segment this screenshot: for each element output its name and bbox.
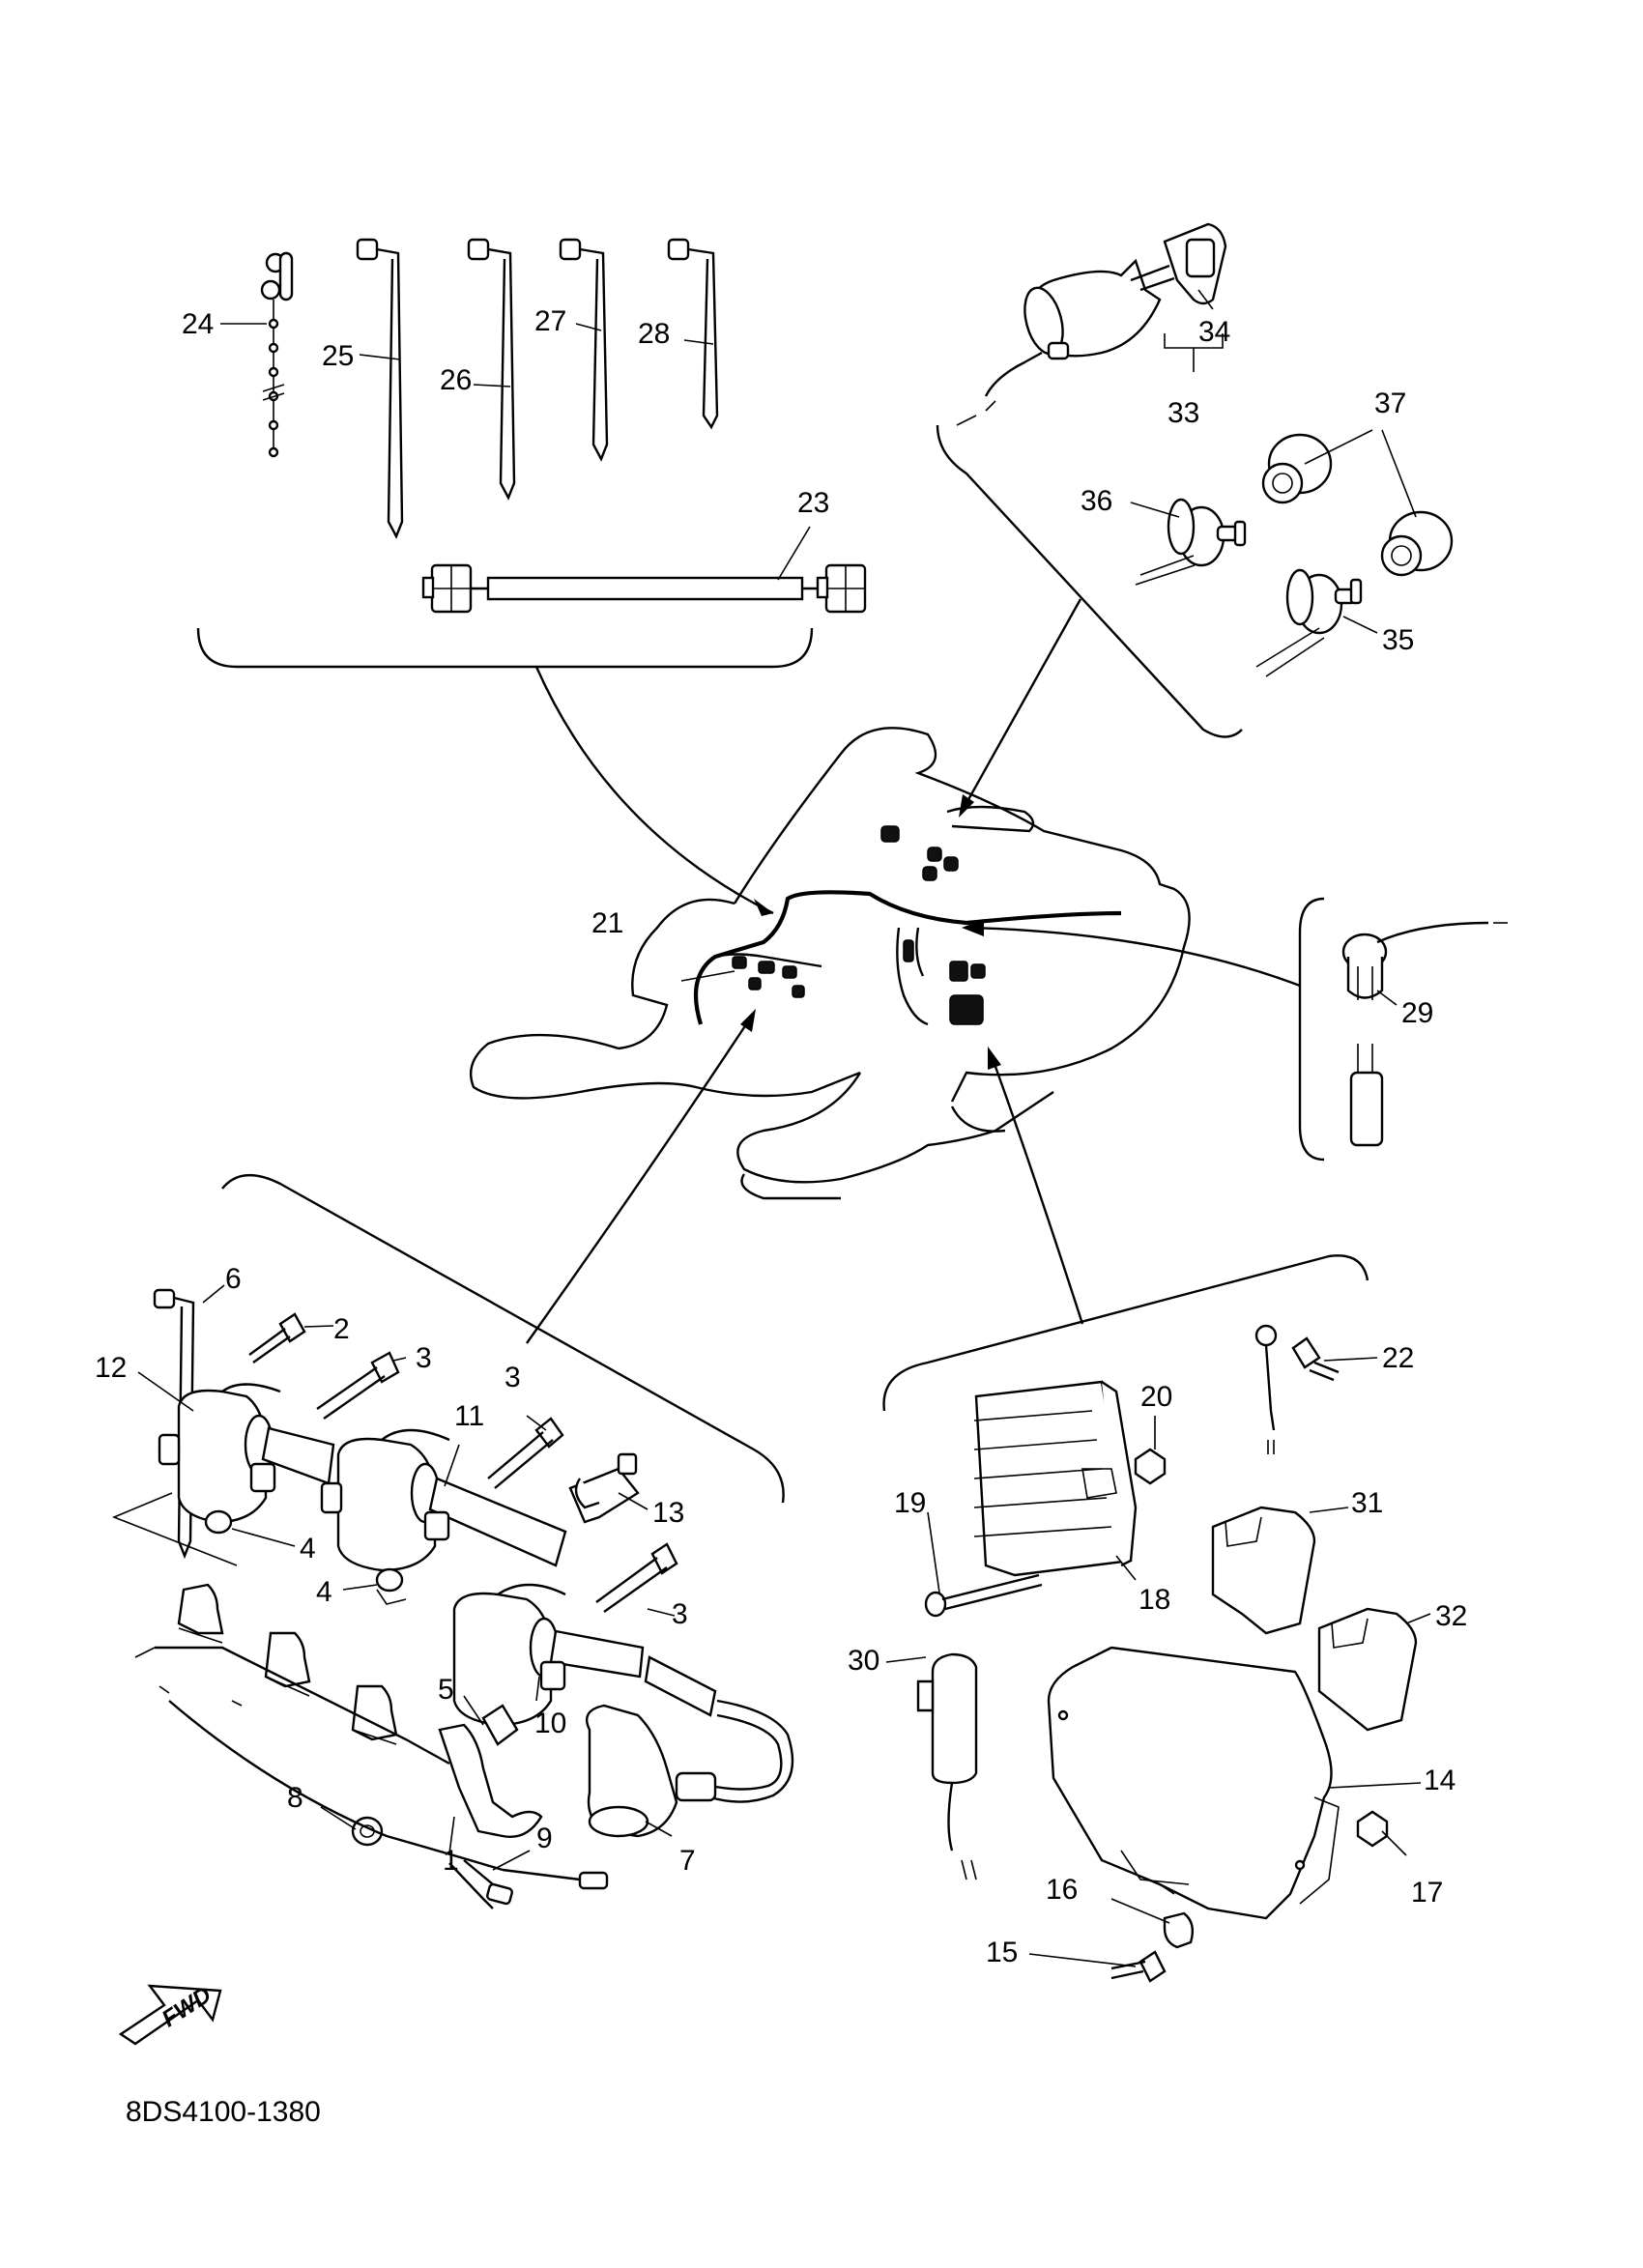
part-28-cable-tie (667, 238, 719, 430)
callout-10: 10 (534, 1708, 566, 1739)
part-35-switch (1255, 568, 1363, 677)
callout-32: 32 (1435, 1600, 1467, 1632)
callout-3b: 3 (504, 1362, 521, 1393)
part-3-bolt-a (316, 1351, 400, 1420)
callout-30: 30 (848, 1645, 879, 1677)
part-23-harness (421, 563, 867, 614)
part-9-harness (159, 1685, 609, 1909)
part-36-switch (1135, 498, 1247, 586)
callout-22: 22 (1382, 1342, 1414, 1374)
callout-18: 18 (1139, 1584, 1170, 1616)
part-17-nut (1356, 1810, 1389, 1848)
callout-19: 19 (894, 1487, 926, 1519)
switch-items (956, 222, 1454, 677)
callout-31: 31 (1351, 1487, 1383, 1519)
part-20-nut (1134, 1448, 1167, 1485)
callout-27: 27 (534, 305, 566, 337)
group-frames (196, 424, 1369, 1504)
part-13-clamp (568, 1452, 640, 1524)
callout-21: 21 (591, 907, 623, 939)
part-27-cable-tie (559, 238, 609, 462)
part-22-ground-bolt (1254, 1324, 1340, 1454)
callout-1: 1 (443, 1845, 459, 1877)
part-15-bolt (1110, 1950, 1167, 1983)
callout-36: 36 (1081, 485, 1112, 517)
part-16-plate (1163, 1911, 1195, 1949)
part-4-collar-a (204, 1509, 233, 1535)
callout-34: 34 (1198, 316, 1230, 348)
part-33-main-switch (956, 258, 1162, 426)
part-31-cap (1211, 1506, 1316, 1635)
callout-3a: 3 (416, 1342, 432, 1374)
callout-16: 16 (1046, 1874, 1078, 1906)
part-32-cap (1317, 1607, 1418, 1732)
callout-25: 25 (322, 340, 354, 372)
part-34-key (1130, 222, 1227, 305)
callout-labels: 1 2 3 3 3 4 4 5 6 7 8 9 10 11 12 13 14 1… (95, 305, 1467, 1968)
callout-12: 12 (95, 1352, 127, 1384)
callout-24: 24 (182, 308, 214, 340)
callout-4b: 4 (316, 1576, 332, 1608)
callout-33: 33 (1167, 397, 1199, 429)
part-3-bolt-c (595, 1542, 678, 1613)
part-4-collar-b (375, 1567, 407, 1605)
callout-15: 15 (986, 1937, 1018, 1968)
fwd-arrow-icon: FWD (118, 1982, 222, 2046)
cdi-regulator-items (680, 970, 1431, 1983)
part-11-ignition-coil (320, 1428, 567, 1572)
callout-20: 20 (1140, 1381, 1172, 1413)
part-2-bolt (248, 1312, 306, 1364)
part-29-sensor (1341, 921, 1508, 1147)
part-3-bolt-b (487, 1417, 564, 1489)
callout-17: 17 (1411, 1877, 1443, 1909)
part-30-capacitor (916, 1652, 978, 1880)
part-37-cap-b (1380, 510, 1454, 577)
part-37-cap-a (1261, 433, 1333, 504)
part-25-cable-tie (356, 238, 404, 539)
callout-37: 37 (1374, 388, 1406, 419)
part-26-cable-tie (467, 238, 516, 501)
callout-13: 13 (652, 1497, 684, 1529)
cable-items (220, 238, 867, 614)
ignition-coil-items (111, 1284, 794, 1909)
part-5-collar (481, 1704, 519, 1746)
part-12-ignition-coil (111, 1383, 335, 1566)
part-18-regulator (973, 1380, 1138, 1577)
callout-26: 26 (440, 364, 472, 396)
part-1-bracket (134, 1583, 543, 1838)
part-14-cdi-unit (1047, 1646, 1340, 1920)
diagram-code: 8DS4100-1380 (126, 2096, 321, 2128)
snowmobile-outline (469, 727, 1191, 1200)
callout-28: 28 (638, 318, 670, 350)
callout-11: 11 (454, 1400, 484, 1432)
callout-4a: 4 (300, 1533, 316, 1565)
part-19-bolt (924, 1573, 1043, 1618)
callout-35: 35 (1382, 624, 1414, 656)
callout-8: 8 (287, 1782, 303, 1814)
part-24-strap (260, 251, 294, 458)
callout-2: 2 (333, 1313, 350, 1345)
part-10-ignition-coil (452, 1583, 645, 1727)
callout-9: 9 (536, 1823, 553, 1854)
callout-3c: 3 (672, 1598, 688, 1630)
group-leaders (526, 598, 1301, 1344)
callout-7: 7 (679, 1845, 696, 1877)
callout-5: 5 (438, 1674, 454, 1706)
callout-14: 14 (1424, 1765, 1456, 1796)
callout-6: 6 (225, 1263, 242, 1295)
part-7-plug-cap (585, 1655, 794, 1838)
callout-23: 23 (797, 487, 829, 519)
callout-29: 29 (1401, 997, 1433, 1029)
